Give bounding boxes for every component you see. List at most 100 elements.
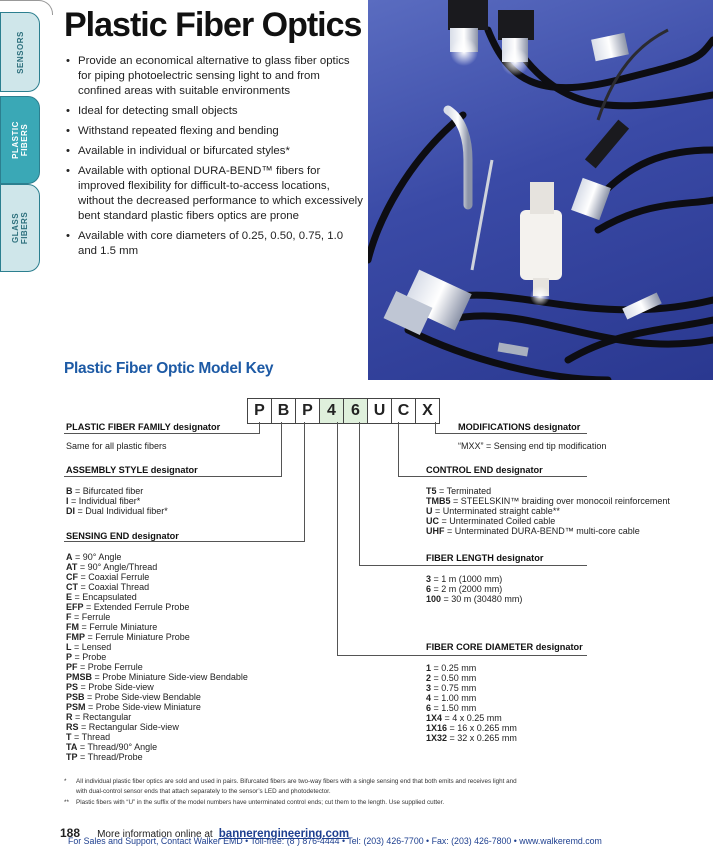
list-item: CF = Coaxial Ferrule [66,572,150,582]
model-number-boxes: P B P 4 6 U C X [247,398,440,424]
connector-line [64,433,260,434]
list-item: 100 = 30 m (30480 mm) [426,594,523,604]
list-item: UC = Unterminated Coiled cable [426,516,556,526]
list-item: PS = Probe Side-view [66,682,154,692]
footnote-text: with dual-control sensor ends that attac… [76,788,331,795]
model-char: C [391,398,416,424]
list-item: DI = Dual Individual fiber* [66,506,168,516]
footnote-mark: ** [64,799,69,806]
modifications-heading: MODIFICATIONS designator [458,422,581,432]
footnote-text: Plastic fibers with “U” in the suffix of… [76,799,445,806]
feature-list: Provide an economical alternative to gla… [64,54,364,264]
family-heading: PLASTIC FIBER FAMILY designator [66,422,221,432]
tab-sensors-label: SENSORS [15,30,25,74]
tab-sensors[interactable]: SENSORS [0,12,40,92]
feature-item: Provide an economical alternative to gla… [64,54,364,99]
connector-line [359,565,587,566]
list-item: 1 = 0.25 mm [426,663,477,673]
connector-line [259,422,260,434]
family-desc: Same for all plastic fibers [66,441,167,451]
website-link[interactable]: bannerengineering.com [218,828,350,840]
list-item: 3 = 0.75 mm [426,683,477,693]
feature-item: Available with optional DURA-BEND™ fiber… [64,164,364,224]
list-item: L = Lensed [66,642,112,652]
list-item: CT = Coaxial Thread [66,582,150,592]
tab-glass-line1: GLASS [11,212,20,244]
control-list: T5 = Terminated TMB5 = STEELSKIN™ braidi… [426,486,670,536]
sensing-heading: SENSING END designator [66,531,179,541]
connector-line [435,422,436,434]
feature-item: Ideal for detecting small objects [64,104,364,119]
page-title: Plastic Fiber Optics [64,6,362,44]
model-char: P [247,398,272,424]
length-heading: FIBER LENGTH designator [426,553,544,563]
list-item: T5 = Terminated [426,486,492,496]
list-item: UHF = Unterminated DURA-BEND™ multi-core… [426,526,640,536]
list-item: A = 90° Angle [66,552,122,562]
list-item: FMP = Ferrule Miniature Probe [66,632,190,642]
list-item: 2 = 0.50 mm [426,673,477,683]
core-list: 1 = 0.25 mm 2 = 0.50 mm 3 = 0.75 mm 4 = … [426,663,517,743]
list-item: F = Ferrule [66,612,111,622]
fiber-optics-illustration [368,0,713,380]
list-item: 1X16 = 16 x 0.265 mm [426,723,517,733]
sensing-list: A = 90° Angle AT = 90° Angle/Thread CF =… [66,552,248,762]
model-char: 6 [343,398,368,424]
page-number: 188 [60,826,81,840]
list-item: T = Thread [66,732,111,742]
list-item: 3 = 1 m (1000 mm) [426,574,503,584]
list-item: TMB5 = STEELSKIN™ braiding over monocoil… [426,496,670,506]
footer-bar: 188 More information online at bannereng… [60,826,349,840]
connector-line [281,422,282,477]
feature-item: Withstand repeated flexing and bending [64,124,364,139]
list-item: U = Unterminated straight cable** [426,506,560,516]
connector-line [398,422,399,477]
list-item: 6 = 1.50 mm [426,703,477,713]
list-item: TA = Thread/90° Angle [66,742,158,752]
model-char: B [271,398,296,424]
tab-plastic-line1: PLASTIC [10,121,20,159]
list-item: RS = Rectangular Side-view [66,722,179,732]
control-heading: CONTROL END designator [426,465,543,475]
model-key-title: Plastic Fiber Optic Model Key [64,360,274,377]
connector-line [337,422,338,656]
tab-plastic-line2: FIBERS [19,123,29,157]
list-item: E = Encapsulated [66,592,137,602]
footnote-text: All individual plastic fiber optics are … [76,778,517,785]
feature-item: Available in individual or bifurcated st… [64,144,364,159]
list-item: EFP = Extended Ferrule Probe [66,602,190,612]
footnote-mark: * [64,778,67,785]
model-char: P [295,398,320,424]
list-item: AT = 90° Angle/Thread [66,562,158,572]
list-item: FM = Ferrule Miniature [66,622,158,632]
list-item: P = Probe [66,652,107,662]
list-item: R = Rectangular [66,712,132,722]
more-info-text: More information online at [97,829,213,840]
list-item: TP = Thread/Probe [66,752,143,762]
list-item: PSB = Probe Side-view Bendable [66,692,201,702]
length-list: 3 = 1 m (1000 mm) 6 = 2 m (2000 mm) 100 … [426,574,522,604]
feature-item: Available with core diameters of 0.25, 0… [64,229,364,259]
model-char: U [367,398,392,424]
list-item: 1X4 = 4 x 0.25 mm [426,713,502,723]
assembly-heading: ASSEMBLY STYLE designator [66,465,198,475]
contact-line: For Sales and Support, Contact Walker EM… [68,836,602,846]
modifications-desc: “MXX” = Sensing end tip modification [458,441,607,451]
assembly-list: B = Bifurcated fiber I = Individual fibe… [66,486,168,516]
list-item: B = Bifurcated fiber [66,486,144,496]
connector-line [435,433,587,434]
core-heading: FIBER CORE DIAMETER designator [426,642,583,652]
model-char: 4 [319,398,344,424]
connector-line [304,422,305,542]
connector-line [398,476,587,477]
connector-line [64,541,305,542]
product-photo [368,0,713,380]
list-item: PMSB = Probe Miniature Side-view Bendabl… [66,672,248,682]
list-item: 1X32 = 32 x 0.265 mm [426,733,517,743]
list-item: 6 = 2 m (2000 mm) [426,584,503,594]
model-char: X [415,398,440,424]
